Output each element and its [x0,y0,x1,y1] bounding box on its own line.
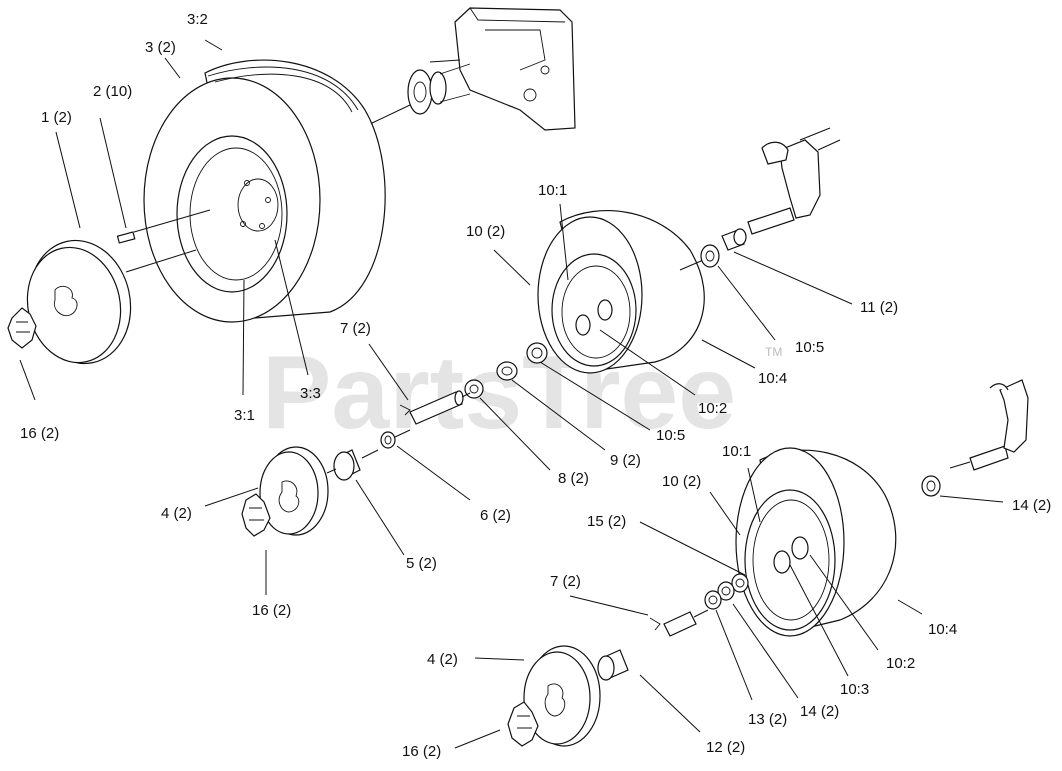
callout-5: 5 (2) [406,555,437,572]
axle-pin [409,390,471,425]
callout-9: 9 (2) [610,452,641,469]
bushing-11 [721,228,747,251]
axle-pin-lower [649,609,709,637]
callout-7-b: 7 (2) [550,573,581,590]
callout-10-3: 10:3 [840,681,869,698]
callout-10-a: 10 (2) [466,223,505,240]
cotter-pin-7a [399,404,411,416]
callout-10-1-b: 10:1 [722,443,751,460]
wheel-bolt [116,209,211,244]
callout-14-b: 14 (2) [800,703,839,720]
callout-3-3: 3:3 [300,385,321,402]
rear-axle-line [369,104,411,125]
washer-14 [717,581,735,601]
callout-10-5-a: 10:5 [795,339,824,356]
callout-13: 13 (2) [748,711,787,728]
callout-6: 6 (2) [480,507,511,524]
transmission-housing [407,7,576,131]
callout-3: 3 (2) [145,39,176,56]
callout-10-1-a: 10:1 [538,182,567,199]
decal-16-a [7,307,37,349]
washer-13 [704,590,722,610]
bushing-5 [333,449,379,481]
callout-10-2-a: 10:2 [698,400,727,417]
spacer-washer-upper [700,244,720,268]
callout-4-a: 4 (2) [161,505,192,522]
callout-7-a: 7 (2) [340,320,371,337]
callout-3-2: 3:2 [187,11,208,28]
bushing-12 [597,649,629,681]
washer-8 [464,379,484,399]
washer-15 [731,573,749,593]
callout-10-4-a: 10:4 [758,370,787,387]
callout-14-a: 14 (2) [1012,497,1051,514]
callout-10-b: 10 (2) [662,473,701,490]
callout-10-4-b: 10:4 [928,621,957,638]
hub-cap-4b [523,645,601,747]
callout-3-1: 3:1 [234,407,255,424]
callout-11: 11 (2) [860,299,898,316]
callout-8: 8 (2) [558,470,589,487]
leader-lines [19,39,1004,749]
watermark-trademark: TM [765,345,782,359]
callout-1: 1 (2) [41,109,72,126]
callout-2: 2 (10) [93,83,132,100]
decal-16-b [241,493,271,537]
callout-4-b: 4 (2) [427,651,458,668]
washer-14-right [921,475,941,497]
callout-10-2-b: 10:2 [886,655,915,672]
callout-labels: 3:2 3 (2) 2 (10) 1 (2) 16 (2) 3:1 3:3 10… [20,11,1051,760]
callout-16-c: 16 (2) [402,743,441,760]
decal-16-c [507,701,539,747]
callout-10-5-b: 10:5 [656,427,685,444]
rear-tire [143,59,386,323]
front-caster-wheel-lower [735,447,897,637]
spacer-10-5 [526,342,548,364]
nut-6 [380,429,411,449]
front-caster-wheel-upper [537,210,705,374]
hub-cap-4a [259,446,337,536]
washer-9 [496,361,518,381]
callout-12: 12 (2) [706,739,745,756]
caster-fork-upper [747,127,841,235]
callout-15: 15 (2) [587,513,626,530]
callout-16-b: 16 (2) [252,602,291,619]
callout-16-a: 16 (2) [20,425,59,442]
rear-hub-cap [26,239,197,365]
caster-fork-lower [949,379,1029,471]
